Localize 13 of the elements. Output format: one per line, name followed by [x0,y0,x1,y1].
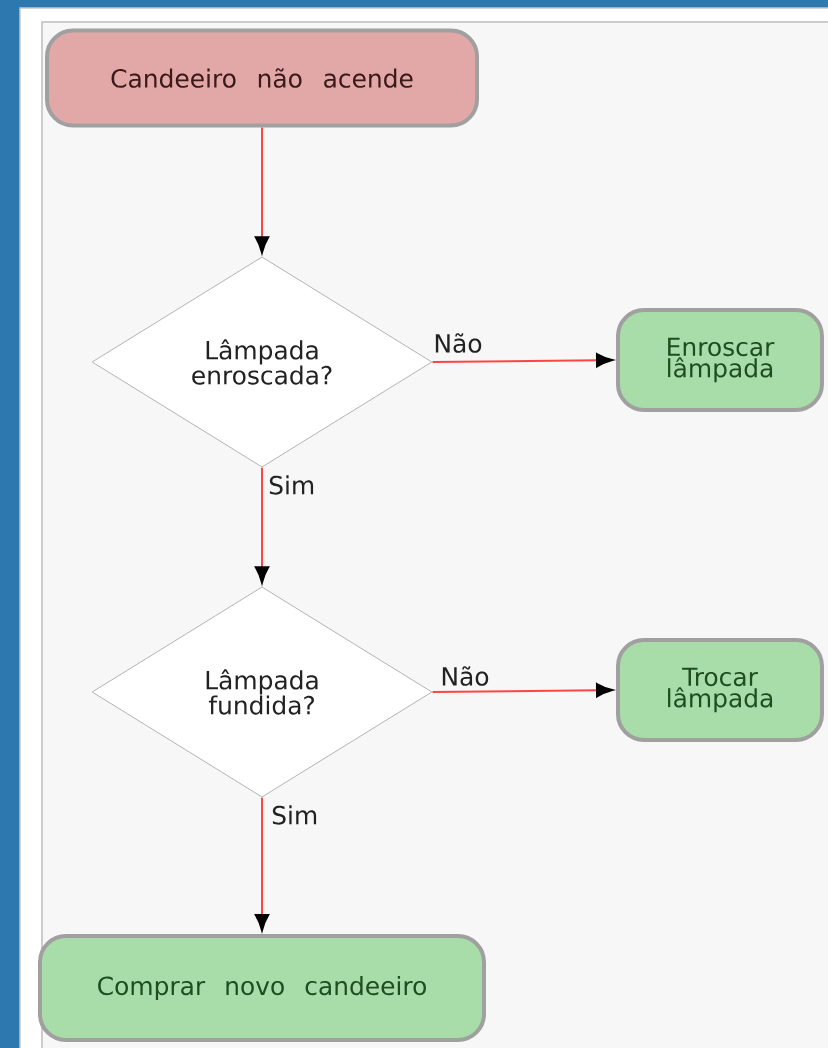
edge-label: Sim [267,474,317,496]
edge-label: Não [432,332,484,354]
action-box: Enroscar lâmpada [616,308,824,412]
arrow [254,126,270,254]
action-box: Trocar lâmpada [616,638,824,742]
arrow [254,796,270,932]
action-box: Comprar novo candeeiro [38,934,486,1042]
start-box: Candeeiro não acende [45,28,479,128]
arrow [254,466,270,584]
edge-label: Sim [270,804,320,826]
edge-label: Não [439,665,491,687]
arrow [431,353,614,368]
arrow [431,683,614,698]
